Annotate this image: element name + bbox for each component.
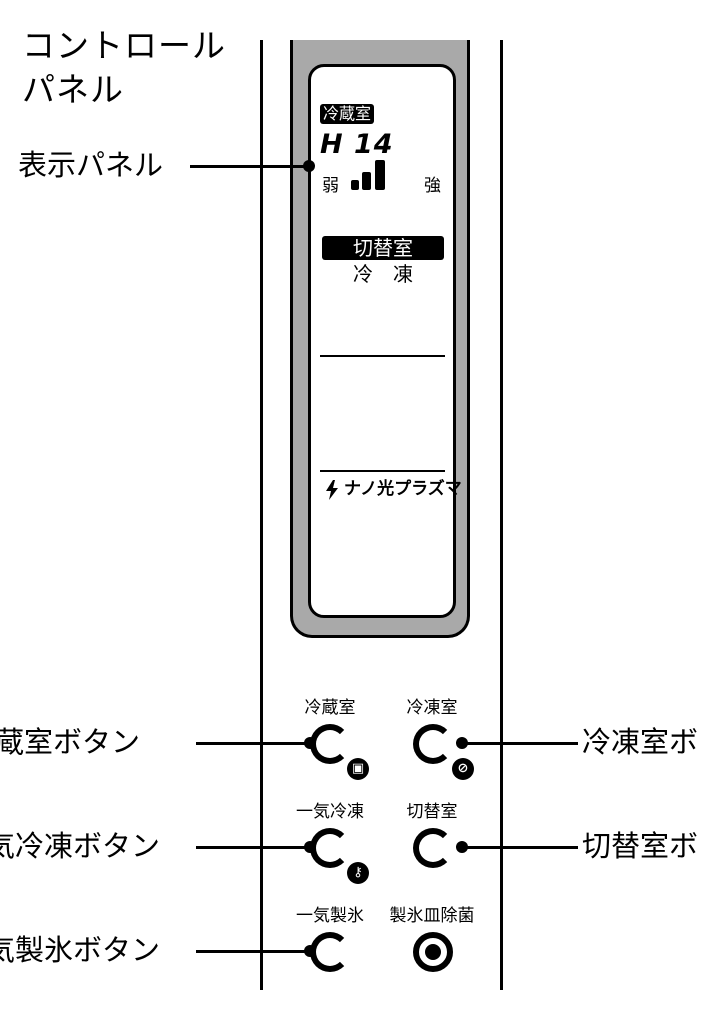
- title-line-2: パネル: [22, 70, 124, 109]
- lightning-bolt-icon: [324, 480, 340, 500]
- fridge-header: 冷蔵室: [320, 104, 375, 124]
- ice-tray-clean-button[interactable]: [413, 932, 453, 972]
- display-panel-leader: [190, 165, 308, 168]
- switch-room-header: 切替室: [322, 236, 444, 260]
- body-left-edge: [260, 40, 263, 990]
- body-right-edge: [500, 40, 503, 990]
- quick-freeze-button-callout: 気冷凍ボタン: [0, 829, 161, 863]
- switch-room-button[interactable]: [413, 828, 453, 868]
- title-line-1: コントロール: [22, 26, 226, 65]
- freezer-button-callout: 冷凍室ボ: [582, 725, 699, 759]
- fridge-button[interactable]: [310, 724, 350, 764]
- lcd-divider-2: [320, 470, 445, 472]
- fridge-button-leader-dot: [304, 737, 316, 749]
- switch-room-button-label: 切替室: [406, 802, 458, 822]
- quick-ice-button-leader-dot: [304, 945, 316, 957]
- quick-freeze-button-label: 一気冷凍: [296, 802, 364, 822]
- strength-bar-2: [362, 172, 371, 190]
- freezer-button-leader-dot: [456, 737, 468, 749]
- switch-room-mode: 冷 凍: [353, 262, 413, 286]
- ice-tray-clean-button-label: 製氷皿除菌: [389, 906, 475, 926]
- switch-room-button-leader-dot: [456, 841, 468, 853]
- display-panel-callout: 表示パネル: [18, 148, 164, 182]
- fridge-button-label: 冷蔵室: [304, 698, 356, 718]
- temperature-code: H 14: [320, 129, 394, 160]
- display-screen: [308, 64, 456, 618]
- quick-ice-button-label: 一気製氷: [296, 906, 364, 926]
- quick-ice-button[interactable]: [310, 932, 350, 972]
- plasma-label: ナノ光プラズマ: [344, 479, 462, 499]
- freezer-button-label: 冷凍室: [406, 698, 458, 718]
- fridge-button-callout: 冷蔵室ボタン: [0, 725, 141, 759]
- quick-ice-button-callout: 気製氷ボタン: [0, 933, 161, 967]
- strong-label: 強: [424, 176, 441, 196]
- weak-label: 弱: [322, 176, 339, 196]
- quick-freeze-button[interactable]: [310, 828, 350, 868]
- fridge-button-leader: [196, 742, 308, 745]
- fridge-lock-icon: ▣: [347, 758, 369, 780]
- ice-tray-clean-inner-dot: [425, 944, 441, 960]
- strength-bar-1: [351, 180, 359, 190]
- freezer-prohibit-icon: ⊘: [452, 758, 474, 780]
- quick-freeze-button-leader-dot: [304, 841, 316, 853]
- lcd-divider-1: [320, 355, 445, 357]
- display-panel-leader-dot: [303, 160, 315, 172]
- switch-room-button-callout: 切替室ボ: [582, 829, 699, 863]
- switch-room-button-leader: [462, 846, 578, 849]
- quick-ice-button-leader: [196, 950, 308, 953]
- quick-freeze-key-icon: ⚷: [347, 862, 369, 884]
- strength-bar-3: [375, 160, 385, 190]
- freezer-button[interactable]: [413, 724, 453, 764]
- freezer-button-leader: [462, 742, 578, 745]
- quick-freeze-button-leader: [196, 846, 308, 849]
